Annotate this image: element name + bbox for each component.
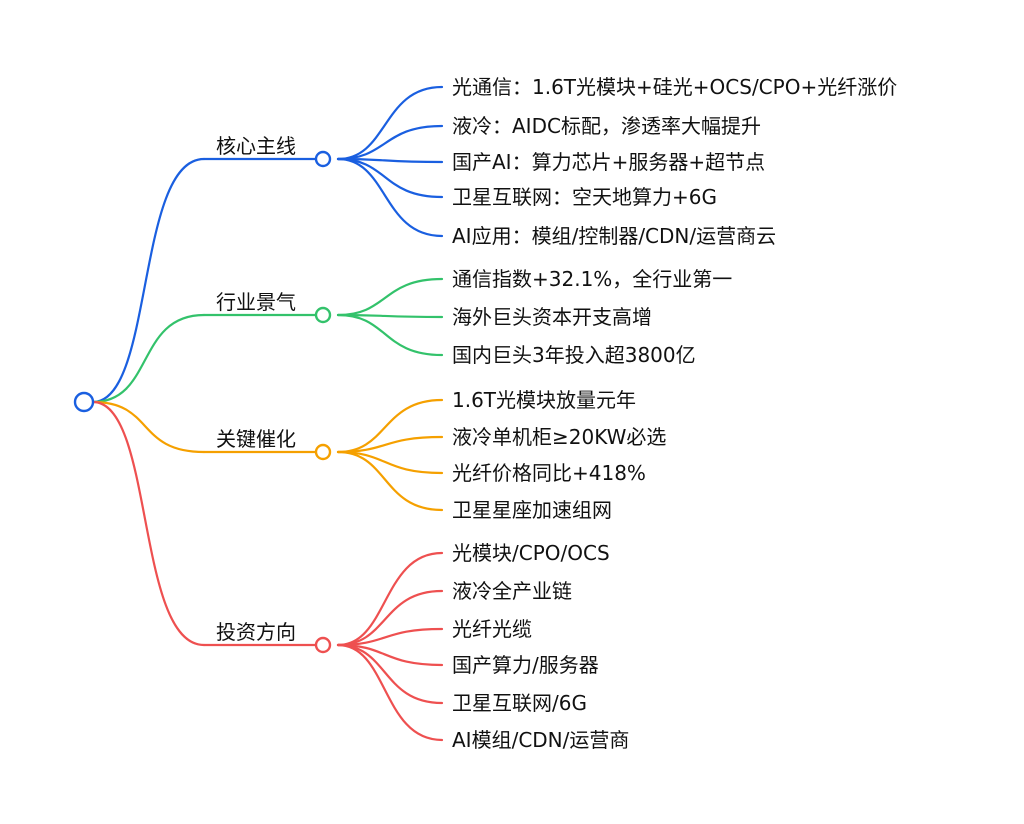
branch-1-node[interactable] (314, 150, 332, 168)
leaf-3-1-label: 1.6T光模块放量元年 (452, 388, 636, 412)
edge-branch-2-to-leaf-3 (336, 313, 444, 357)
edge-branch-3-to-leaf-4 (336, 450, 444, 512)
leaf-2-3-label: 国内巨头3年投入超3800亿 (452, 343, 696, 367)
edge-root-to-branch-3 (91, 400, 206, 454)
mindmap-nodes (73, 150, 332, 654)
leaf-4-2-label: 液冷全产业链 (452, 579, 572, 603)
edge-branch-1-to-leaf-2 (336, 124, 444, 161)
branch-4-label: 投资方向 (216, 620, 296, 644)
edge-root-to-branch-2 (91, 313, 206, 404)
leaf-1-3-label: 国产AI：算力芯片+服务器+超节点 (452, 150, 765, 174)
leaf-4-4-label: 国产算力/服务器 (452, 653, 599, 677)
edge-branch-4-to-leaf-6 (336, 643, 444, 742)
edge-branch-4-to-leaf-2 (336, 589, 444, 647)
leaf-4-6-label: AI模组/CDN/运营商 (452, 728, 629, 752)
leaf-1-1-label: 光通信：1.6T光模块+硅光+OCS/CPO+光纤涨价 (452, 75, 897, 99)
branch-2-node[interactable] (314, 306, 332, 324)
branch-3-node[interactable] (314, 443, 332, 461)
leaf-1-2-label: 液冷：AIDC标配，渗透率大幅提升 (452, 114, 761, 138)
root-node[interactable] (73, 391, 95, 413)
edge-branch-2-to-leaf-2 (336, 313, 444, 319)
edge-branch-1-to-leaf-1 (336, 85, 444, 161)
leaf-3-2-label: 液冷单机柜≥20KW必选 (452, 425, 666, 449)
edge-branch-2-to-leaf-1 (336, 277, 444, 317)
branch-3-label: 关键催化 (216, 427, 296, 451)
edge-branch-3-to-leaf-3 (336, 450, 444, 475)
edge-branch-4-to-leaf-4 (336, 643, 444, 667)
leaf-4-5-label: 卫星互联网/6G (452, 691, 587, 715)
edge-branch-4-to-leaf-3 (336, 627, 444, 647)
branch-4-node[interactable] (314, 636, 332, 654)
leaf-1-4-label: 卫星互联网：空天地算力+6G (452, 185, 717, 209)
leaf-4-3-label: 光纤光缆 (452, 617, 532, 641)
mindmap-labels: 核心主线 光通信：1.6T光模块+硅光+OCS/CPO+光纤涨价液冷：AIDC标配… (216, 75, 897, 752)
leaf-2-1-label: 通信指数+32.1%，全行业第一 (452, 267, 732, 291)
leaf-4-1-label: 光模块/CPO/OCS (452, 541, 610, 565)
leaf-3-3-label: 光纤价格同比+418% (452, 461, 646, 485)
edge-root-to-branch-4 (91, 400, 206, 647)
branch-2-label: 行业景气 (216, 290, 296, 314)
edge-branch-4-to-leaf-5 (336, 643, 444, 705)
edge-branch-3-to-leaf-1 (336, 398, 444, 454)
edge-branch-1-to-leaf-5 (336, 157, 444, 238)
edge-root-to-branch-1 (91, 157, 206, 404)
edge-branch-1-to-leaf-4 (336, 157, 444, 199)
leaf-1-5-label: AI应用：模组/控制器/CDN/运营商云 (452, 224, 776, 248)
edge-branch-3-to-leaf-2 (336, 435, 444, 454)
branch-1-label: 核心主线 (216, 134, 296, 158)
leaf-3-4-label: 卫星星座加速组网 (452, 498, 612, 522)
leaf-2-2-label: 海外巨头资本开支高增 (452, 305, 652, 329)
mindmap-edges (91, 85, 444, 742)
edge-branch-4-to-leaf-1 (336, 551, 444, 647)
